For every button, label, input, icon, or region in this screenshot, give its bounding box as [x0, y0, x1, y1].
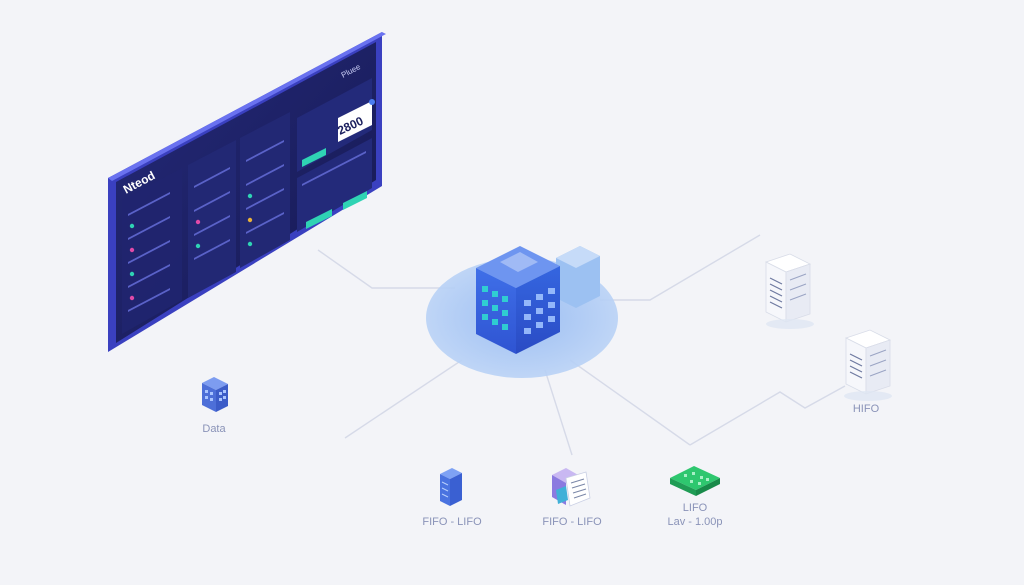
- building-icon: [202, 377, 228, 412]
- connector-dashboard-hub: [317, 249, 455, 289]
- node-label-green-line-2: Lav - 1.00p: [667, 516, 723, 528]
- node-label-green-line-1: LIFO: [682, 502, 708, 514]
- dashboard-list-items: [128, 140, 366, 312]
- cube-windows: [482, 286, 508, 330]
- teal-button-1[interactable]: [302, 148, 326, 167]
- connector-hub-data: [344, 359, 463, 439]
- node-label-fifo-lifo-1: FIFO - LIFO: [422, 516, 482, 528]
- dashboard-screen: 2800 Nteod Pluee: [108, 32, 386, 352]
- cube-windows-right: [524, 288, 555, 334]
- teal-button-2[interactable]: [306, 209, 332, 229]
- node-label-data: Data: [202, 423, 226, 435]
- connector-green-hifo: [689, 385, 846, 446]
- central-hub: [426, 246, 618, 378]
- teal-button-3[interactable]: [343, 191, 367, 210]
- connector-lines: [317, 234, 846, 456]
- screen-edge-highlight: [108, 32, 386, 181]
- content-panel-1: [188, 140, 236, 298]
- connector-hub-upper-right: [600, 234, 761, 301]
- counter-box: [338, 101, 372, 142]
- cube-top-panel: [500, 252, 538, 272]
- node-label-fifo-lifo-2: FIFO - LIFO: [542, 516, 602, 528]
- dashboard-status-dots: [129, 193, 253, 301]
- counter-dot-icon: [369, 99, 375, 105]
- document-tower-icon: [764, 253, 814, 329]
- hifo-document-tower-icon: [844, 329, 892, 401]
- green-chip-icon: [670, 466, 720, 496]
- document-stack-icon: [552, 468, 591, 507]
- connector-hub-fifo-lifo-2: [544, 369, 573, 456]
- connector-hub-green: [569, 359, 691, 446]
- counter-panel: [297, 78, 372, 172]
- node-label-hifo: HIFO: [852, 403, 880, 415]
- server-rack-icon: [440, 468, 462, 506]
- cube-top: [476, 246, 560, 288]
- action-panel: [297, 138, 372, 232]
